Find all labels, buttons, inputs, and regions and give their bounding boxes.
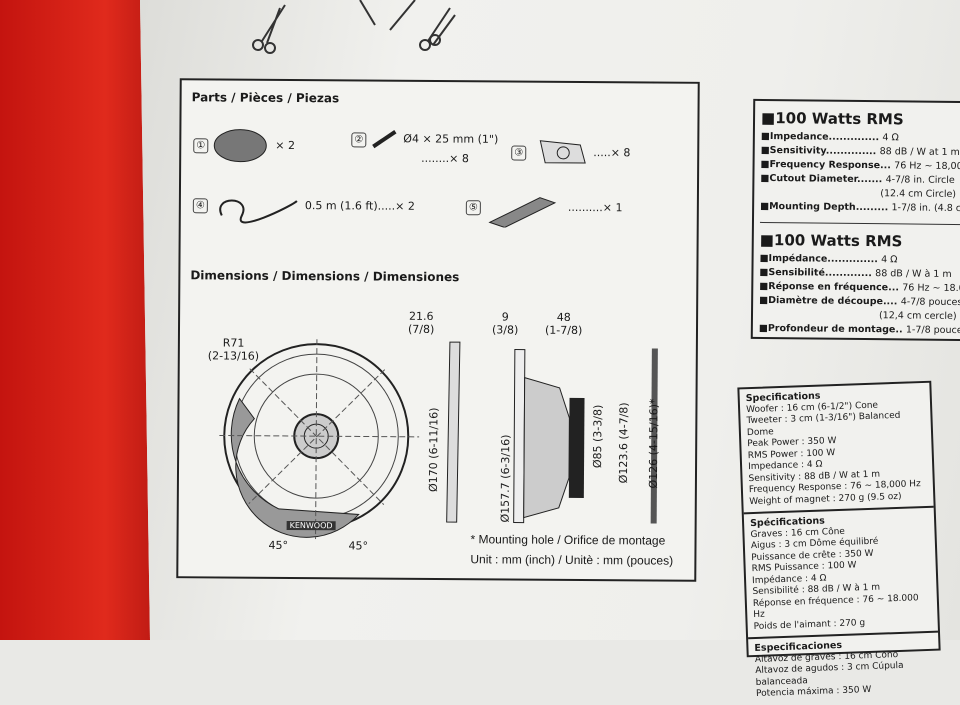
angle-right: 45° [348,539,369,553]
watts-title-en: ■100 Watts RMS [760,108,904,129]
depth-mount: 48(1-7/8) [544,310,583,338]
specs-es: Especificaciones Altavoz de graves : 16 … [754,639,904,699]
watts-title-fr: ■100 Watts RMS [759,230,903,251]
screw-icon [371,130,396,149]
diameter-170: Ø170 (6-11/16) [426,407,441,493]
diameter-123: Ø123.6 (4-7/8) [616,402,631,484]
watts-rms-box: ■100 Watts RMS ■Impedance.............. … [750,98,960,342]
specifications-box: Specifications Woofer : 16 cm (6-1/2") C… [737,380,941,699]
watts-fr-rows: ■Impédance.............. 4 Ω ■Sensibilit… [758,252,960,337]
grille-icon [213,129,267,163]
specs-en: Specifications Woofer : 16 cm (6-1/2") C… [739,382,934,515]
diameter-126: Ø126 (4-15/16)* [646,398,661,489]
angle-left: 45° [268,538,289,552]
radius-label: R71(2-13/16) [207,336,260,363]
dimensions-title: Dimensions / Dimensions / Dimensiones [190,268,460,285]
part-5: ⑤ ..........× 1 [465,187,623,228]
clip-icon [539,140,586,164]
part-1: ① × 2 [193,125,295,166]
part-2: ② Ø4 × 25 mm (1")........× 8 [351,126,498,165]
unit-note: Unit : mm (inch) / Unitè : mm (pouces) [470,552,674,568]
part-3: ③ .....× 8 [511,133,630,174]
parts-dimensions-panel: Parts / Pièces / Piezas ① × 2 ② Ø4 × 25 … [176,78,700,582]
mounting-note: * Mounting hole / Orifice de montage [470,532,666,548]
strip-icon [487,197,556,228]
speaker-side-drawing [446,341,658,524]
diameter-85: Ø85 (3-3/8) [591,404,605,469]
watts-en-rows: ■Impedance.............. 4 Ω ■Sensitivit… [760,130,960,215]
red-background [0,0,150,640]
parts-title: Parts / Pièces / Piezas [191,90,340,106]
scissors-icons [252,0,456,54]
depth-grille: 21.6(7/8) [407,309,435,336]
depth-flange: 9(3/8) [491,310,519,337]
wire-icon [218,199,298,224]
part-4: ④ 0.5 m (1.6 ft).....× 2 [192,185,415,227]
diameter-157: Ø157.7 (6-3/16) [498,434,513,523]
brand-logo: KENWOOD [286,520,336,531]
speaker-front-drawing [219,339,420,540]
